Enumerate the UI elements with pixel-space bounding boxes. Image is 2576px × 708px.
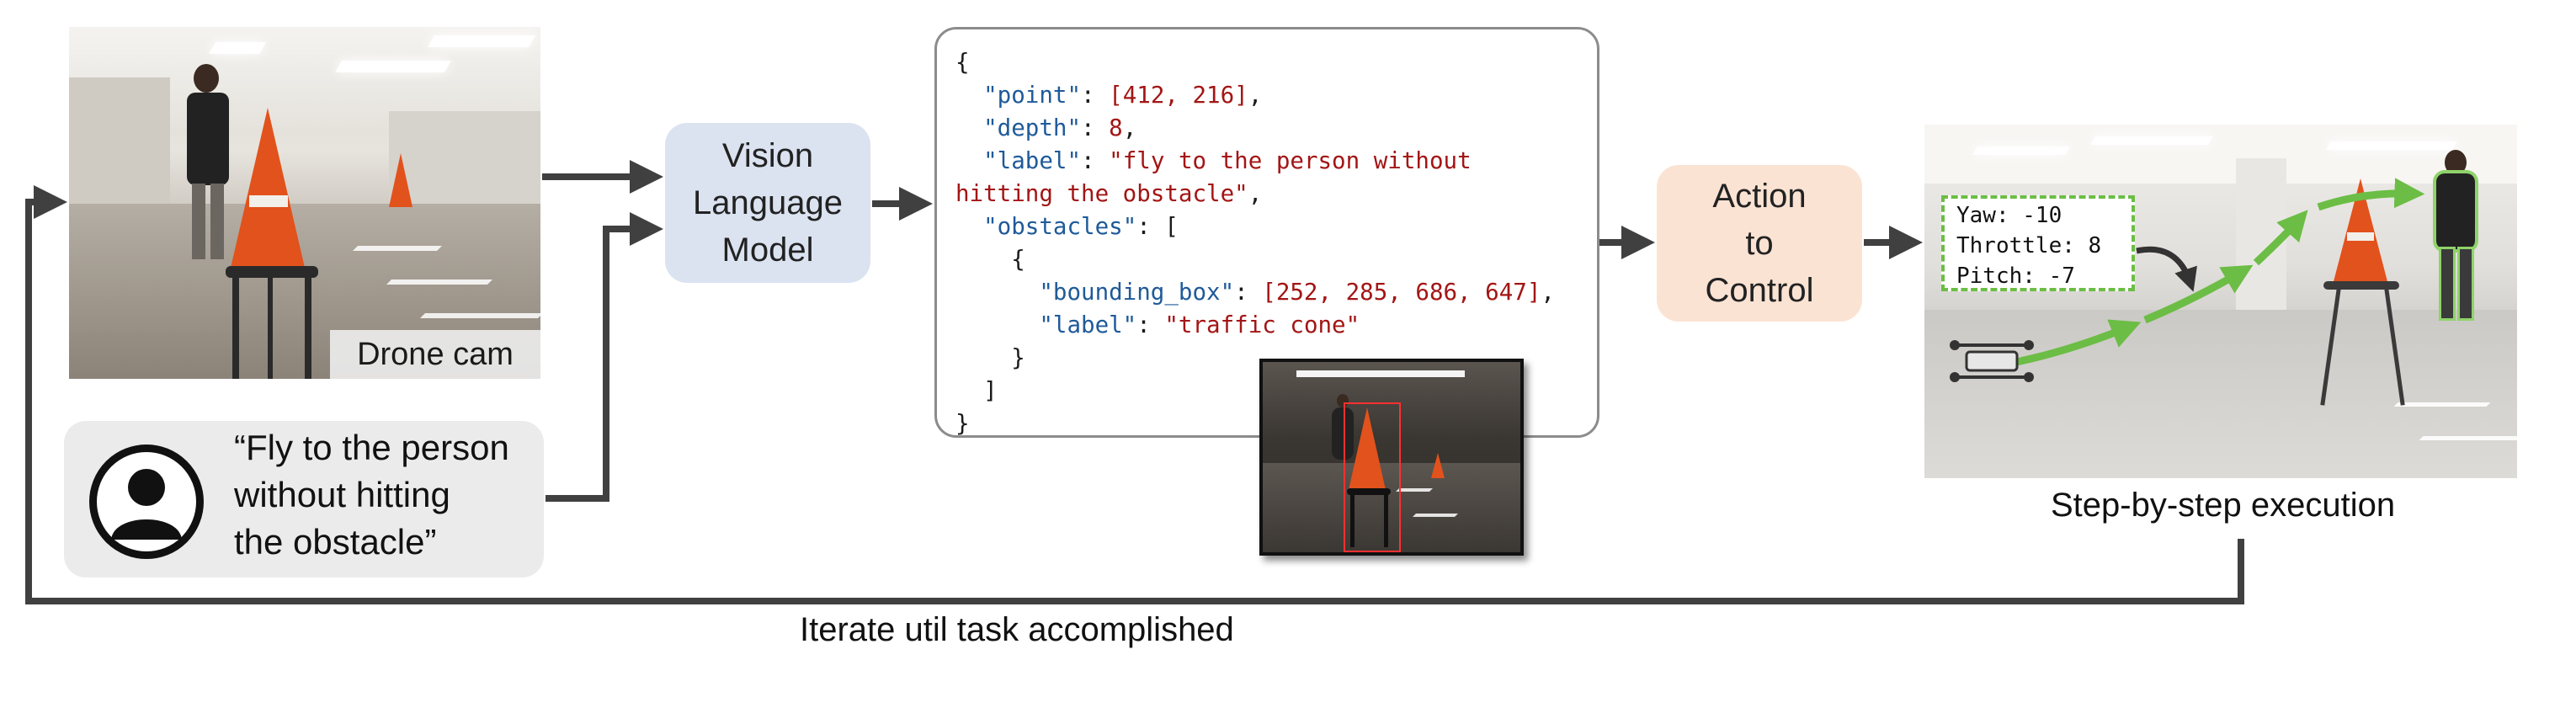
far-cone	[389, 153, 412, 207]
person-body	[2436, 173, 2475, 249]
execution-scene-image: Yaw: -10 Throttle: 8 Pitch: -7	[1924, 125, 2517, 478]
person-leg	[2460, 249, 2472, 318]
json-key-obstacles: "obstacles"	[983, 213, 1137, 240]
floor-reflection	[1396, 488, 1433, 492]
ceiling-light	[1296, 370, 1465, 377]
person-leg	[210, 184, 224, 259]
floor-reflection	[1413, 514, 1458, 517]
json-code: { "point": [412, 216], "depth": 8, "labe…	[955, 49, 1555, 437]
json-value-label-1: "fly to the person without	[1109, 147, 1472, 174]
execution-caption: Step-by-step execution	[2051, 487, 2396, 524]
stool-leg	[1384, 493, 1388, 547]
user-avatar-icon	[89, 444, 204, 559]
readout-pointer-arrow	[2136, 246, 2197, 292]
stool-seat	[226, 266, 318, 278]
floor-reflection	[386, 279, 492, 285]
trajectory-segment-2	[2143, 264, 2254, 324]
trajectory-segment-3	[2253, 210, 2308, 266]
cone-stripe	[2347, 232, 2374, 241]
ceiling-light	[208, 42, 267, 54]
json-value-depth: 8	[1109, 114, 1123, 141]
trajectory-segment-1	[2008, 319, 2142, 368]
cone-stripe	[249, 195, 288, 207]
arrow-instruction-to-vlm	[546, 212, 663, 502]
json-value-point: [412, 216]	[1109, 82, 1248, 109]
wall	[389, 111, 540, 204]
person-head	[194, 64, 219, 93]
stool-leg	[232, 276, 239, 379]
pitch-value: Pitch: -7	[1956, 264, 2075, 289]
obstacle-bounding-box	[1344, 402, 1401, 552]
annotated-detection-image	[1259, 359, 1524, 556]
stool-leg	[305, 276, 311, 379]
person-head	[2445, 150, 2467, 175]
control-readout: Yaw: -10 Throttle: 8 Pitch: -7	[1941, 195, 2135, 291]
traffic-cone	[1349, 407, 1386, 490]
drone-cam-image: Drone cam	[69, 27, 540, 379]
trajectory-segment-4	[2317, 178, 2425, 211]
traffic-cone	[231, 108, 305, 268]
stool-leg	[1350, 493, 1355, 547]
json-key-bounding-box: "bounding_box"	[1039, 279, 1235, 306]
vlm-block: Vision Language Model	[665, 123, 870, 283]
wall	[69, 77, 170, 221]
json-value-obstacle-label: "traffic cone"	[1164, 311, 1360, 338]
stool-leg	[268, 276, 273, 379]
stool-seat	[1347, 488, 1391, 495]
arrow-feedback-loop	[25, 185, 2244, 604]
floor-reflection	[353, 246, 442, 251]
yaw-value: Yaw: -10	[1956, 203, 2062, 228]
person-head	[1337, 394, 1349, 407]
trajectory-overlay	[1950, 178, 2425, 382]
instruction-box: “Fly to the person without hitting the o…	[64, 421, 544, 578]
instruction-text: “Fly to the person without hitting the o…	[234, 428, 509, 562]
drone-icon	[1950, 340, 2034, 382]
loop-caption: Iterate util task accomplished	[800, 611, 1234, 648]
drone-cam-label: Drone cam	[330, 330, 540, 379]
person-body	[187, 93, 229, 185]
json-value-label-2: hitting the obstacle"	[955, 180, 1248, 207]
floor	[1924, 310, 2517, 478]
ceiling-light	[427, 35, 536, 47]
action-to-control-block: Action to Control	[1657, 165, 1862, 322]
stool-seat	[2323, 281, 2399, 290]
person-leg	[192, 184, 205, 259]
json-key-depth: "depth"	[983, 114, 1082, 141]
json-key-obstacle-label: "label"	[1039, 311, 1137, 338]
person-leg	[2441, 249, 2453, 318]
json-key-point: "point"	[983, 82, 1082, 109]
floor-reflection	[420, 313, 540, 318]
throttle-value: Throttle: 8	[1956, 233, 2102, 258]
json-key-label: "label"	[983, 147, 1082, 174]
floor	[1263, 463, 1520, 552]
far-cone	[1431, 453, 1445, 478]
ceiling-light	[334, 61, 452, 72]
json-value-bounding-box: [252, 285, 686, 647]	[1262, 279, 1541, 306]
json-brace: {	[955, 49, 970, 76]
